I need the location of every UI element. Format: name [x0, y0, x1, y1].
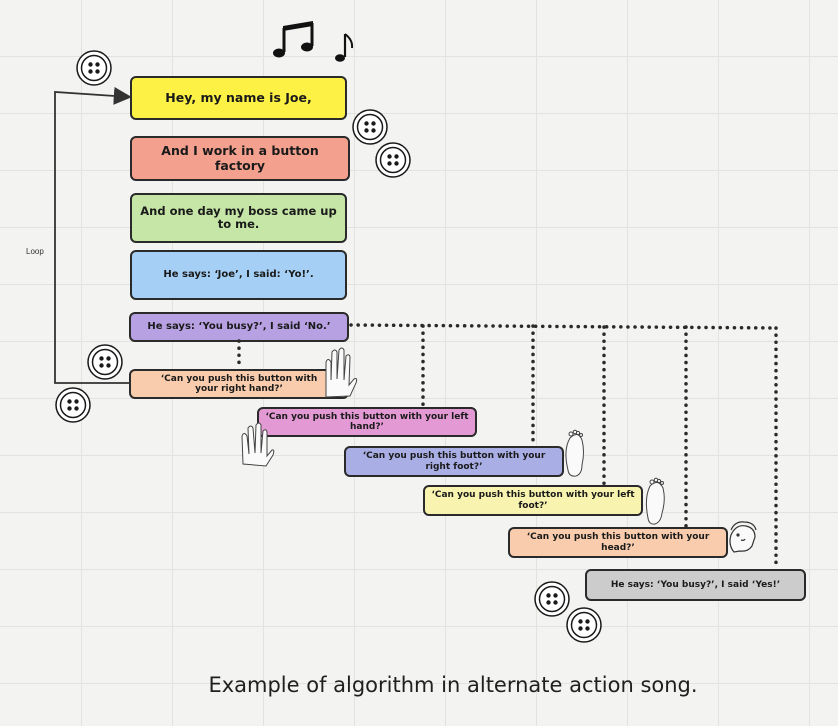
step-left-hand: ‘Can you push this button with your left… [257, 407, 477, 437]
button-icon [534, 581, 570, 617]
step-says-joe-yo: He says: ‘Joe’, I said: ‘Yo!’. [130, 250, 347, 300]
hand-icon [325, 347, 358, 398]
step-you-busy-yes: He says: ‘You busy?’, I said ‘Yes!’ [585, 569, 806, 601]
loop-label: Loop [26, 247, 44, 256]
step-boss-came-up: And one day my boss came up to me. [130, 193, 347, 243]
foot-icon [565, 429, 584, 477]
button-icon [566, 607, 602, 643]
loop-connector [54, 86, 132, 384]
button-icon [76, 50, 112, 86]
head-icon [729, 521, 757, 553]
music-notes-icon [273, 21, 354, 62]
button-icon [375, 142, 411, 178]
step-head: ‘Can you push this button with your head… [508, 527, 728, 558]
button-icon [352, 109, 388, 145]
button-icon [55, 387, 91, 423]
hand-icon [241, 422, 275, 467]
step-left-foot: ‘Can you push this button with your left… [423, 485, 643, 516]
diagram-caption: Example of algorithm in alternate action… [208, 673, 698, 697]
step-button-factory: And I work in a button factory [130, 136, 350, 181]
step-right-hand: ‘Can you push this button with your righ… [129, 369, 349, 399]
step-hey-joe: Hey, my name is Joe, [130, 76, 347, 120]
dotted-connectors [237, 323, 778, 571]
step-right-foot: ‘Can you push this button with your righ… [344, 446, 564, 477]
foot-icon [645, 477, 665, 525]
button-icon [87, 344, 123, 380]
